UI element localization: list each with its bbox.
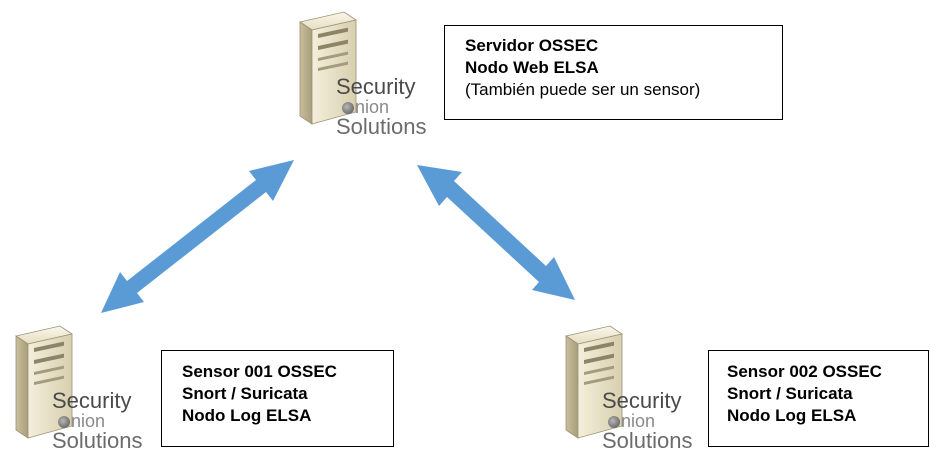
right-node-label: Sensor 002 OSSEC Snort / Suricata Nodo L…	[708, 350, 929, 447]
logo-line3: Solutions	[336, 114, 427, 139]
top-label-line1: Servidor OSSEC	[465, 36, 599, 55]
server-icon-left	[15, 325, 73, 439]
server-icon-top	[299, 11, 357, 125]
top-label-line3: (También puede ser un sensor)	[465, 80, 701, 99]
arrow-top-to-left	[101, 160, 294, 313]
right-label-line2: Snort / Suricata	[727, 384, 853, 403]
logo-line2: nion	[608, 412, 693, 430]
top-node-label: Servidor OSSEC Nodo Web ELSA (También pu…	[444, 25, 783, 120]
right-label-line1: Sensor 002 OSSEC	[727, 362, 882, 381]
logo-line1: Security	[336, 74, 416, 99]
right-label-line3: Nodo Log ELSA	[727, 406, 857, 425]
arrow-top-to-right	[417, 165, 575, 300]
onion-icon	[58, 416, 70, 429]
logo-line3: Solutions	[602, 428, 693, 453]
server-icon-right	[565, 325, 623, 439]
logo-line2: nion	[342, 98, 427, 116]
left-label-line2: Snort / Suricata	[182, 384, 308, 403]
logo-left: Security nion Solutions	[52, 390, 143, 452]
logo-line1: Security	[602, 388, 682, 413]
logo-line2: nion	[58, 412, 143, 430]
left-node-label: Sensor 001 OSSEC Snort / Suricata Nodo L…	[161, 350, 394, 447]
logo-line1: Security	[52, 388, 132, 413]
onion-icon	[608, 416, 620, 429]
logo-right: Security nion Solutions	[602, 390, 693, 452]
logo-line3: Solutions	[52, 428, 143, 453]
onion-icon	[342, 102, 354, 115]
top-label-line2: Nodo Web ELSA	[465, 58, 599, 77]
logo-top: Security nion Solutions	[336, 76, 427, 138]
left-label-line1: Sensor 001 OSSEC	[182, 362, 337, 381]
left-label-line3: Nodo Log ELSA	[182, 406, 312, 425]
